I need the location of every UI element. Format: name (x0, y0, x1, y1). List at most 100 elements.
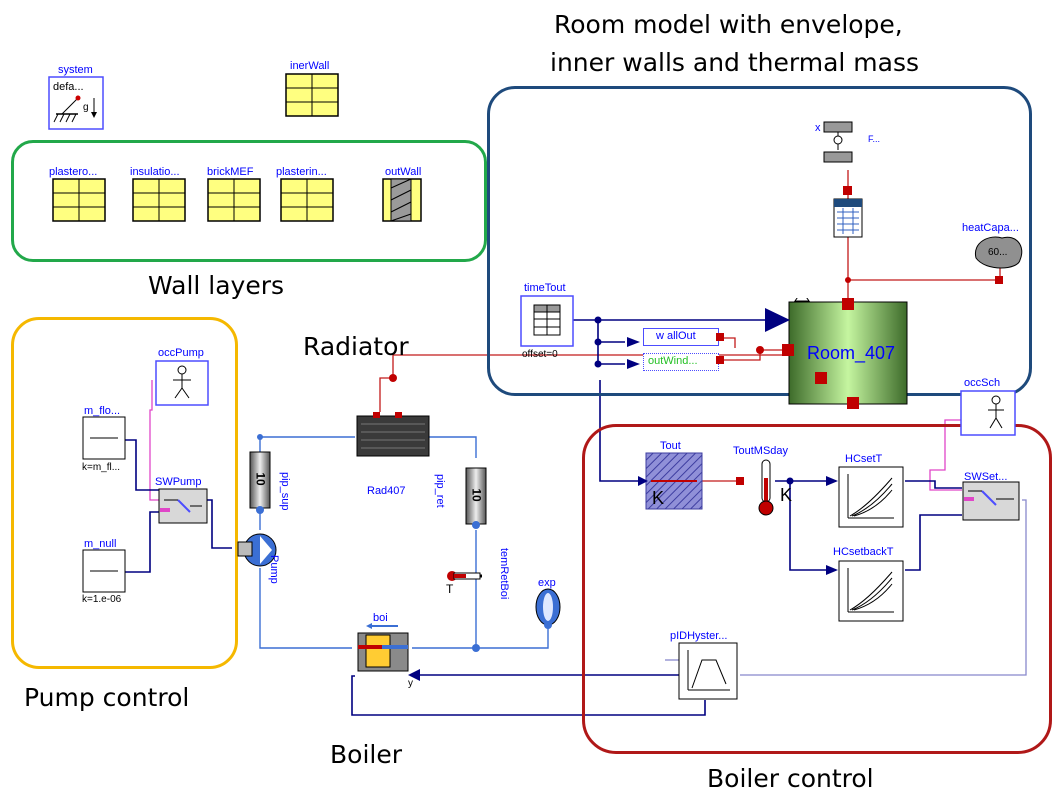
exp-name: exp (538, 577, 556, 589)
occ-sch-name: occSch (964, 377, 1001, 389)
inner-wall-icon[interactable] (285, 73, 339, 117)
m-null-icon[interactable] (82, 549, 126, 593)
time-tout-param: offset=0 (522, 349, 558, 360)
m-null-name: m_null (84, 538, 117, 550)
tout-node (786, 477, 794, 485)
wall-out-name: w allOut (656, 330, 696, 342)
heat-capacity-icon[interactable] (970, 232, 1028, 272)
plastering-icon[interactable] (280, 178, 334, 222)
hcsetback-input-arrow (826, 565, 838, 575)
room-port-left (782, 344, 794, 356)
out-wall-icon[interactable] (382, 178, 422, 222)
sw-set-icon[interactable] (962, 481, 1020, 521)
room-port-bottom (847, 397, 859, 409)
timetout-node-2 (594, 338, 602, 346)
room-port-right (815, 372, 827, 384)
brick-icon[interactable] (207, 178, 261, 222)
out-wall-name: outWall (385, 166, 422, 178)
radiation-icon[interactable] (833, 198, 863, 238)
out-wind-component[interactable]: outWind... (643, 353, 719, 371)
occ-sch-icon[interactable] (960, 390, 1016, 436)
heat-capacity-param: 60... (988, 247, 1008, 258)
occsch-swset-line (929, 419, 962, 491)
system-param: defa... (53, 81, 84, 93)
brick-name: brickMEF (207, 166, 254, 178)
heat-capacity-name: heatCapa... (962, 222, 1019, 234)
tout-mean-thermometer-icon[interactable] (755, 458, 777, 518)
room-name: Room_407 (807, 343, 896, 363)
system-component[interactable]: defa... g (48, 76, 104, 130)
sw-pump-icon[interactable] (158, 488, 208, 524)
tem-ret-boi-icon[interactable] (446, 560, 486, 600)
occ-pump-icon[interactable] (155, 360, 209, 406)
out-wind-name: outWind... (648, 355, 698, 367)
m-flo-param: k=m_fl... (82, 462, 121, 473)
window-frame-icon[interactable] (822, 120, 854, 166)
signal-nodes (408, 308, 838, 681)
tout-source-line (599, 380, 650, 482)
m-null-param: k=1.e-06 (82, 594, 122, 605)
wall-layers-title: Wall layers (148, 271, 285, 300)
plastering-name: plasterin... (276, 166, 327, 178)
hcset-input-arrow (826, 476, 838, 486)
tout-name: Tout (660, 440, 681, 452)
radiator-heat-line-2 (379, 377, 393, 412)
time-tout-icon[interactable] (520, 295, 574, 347)
hc-set-icon[interactable] (838, 466, 904, 528)
occpump-swpump-line (149, 380, 160, 501)
swpump-pump-line (206, 499, 232, 549)
boiler-return-node (472, 644, 480, 652)
tem-ret-boi-param: T (446, 582, 454, 596)
tout-input-arrow (638, 476, 648, 486)
insulation-icon[interactable] (132, 178, 186, 222)
window-top-name-right: F... (868, 134, 881, 144)
room-model-title-line1: Room model with envelope, (554, 10, 903, 39)
outwind-input-arrow (627, 359, 640, 369)
boiler-icon[interactable] (352, 623, 414, 673)
tout-mean-param: K (780, 485, 793, 505)
tout-hcsetback-line (789, 481, 836, 571)
exp-line (476, 625, 549, 649)
boi-port-label: y (408, 678, 413, 689)
wallout-input-arrow (627, 337, 640, 347)
hc-setback-icon[interactable] (838, 560, 904, 622)
pump-control-box (11, 317, 238, 669)
occ-pump-name: occPump (158, 347, 204, 359)
expansion-vessel-icon[interactable] (534, 587, 562, 627)
signal-lines (125, 319, 962, 716)
return-node (472, 521, 480, 529)
radiator-node (389, 374, 397, 382)
heatcap-port (995, 276, 1003, 284)
insulation-name: insulatio... (130, 166, 180, 178)
radiator-icon[interactable] (355, 412, 431, 460)
wallout-port (716, 333, 724, 341)
boiler-supply-line (259, 568, 352, 649)
boi-name: boi (373, 612, 388, 624)
wall-out-component[interactable]: w allOut (643, 328, 719, 346)
wall-layers-box (11, 140, 487, 262)
pump-icon[interactable] (236, 530, 282, 570)
m-flo-icon[interactable] (82, 416, 126, 460)
room-model-title-line2: inner walls and thermal mass (550, 48, 920, 77)
heat-ports (389, 186, 1003, 485)
timetout-room-line (572, 319, 625, 343)
hc-set-name: HCsetT (845, 453, 883, 465)
pump-control-title: Pump control (24, 683, 190, 712)
plastero-icon[interactable] (52, 178, 106, 222)
outwind-port (716, 356, 724, 364)
pump-out-node (256, 506, 264, 514)
room-port-top (842, 298, 854, 310)
measurement-lines (665, 499, 1027, 676)
system-g-label: g (83, 102, 89, 113)
boiler-pid-feedback-line (351, 675, 706, 716)
pid-icon[interactable] (678, 642, 738, 700)
fluid-nodes (256, 434, 552, 652)
boiler-control-title: Boiler control (707, 764, 874, 793)
boiler-input-arrow (408, 669, 420, 681)
pid-name: pIDHyster... (670, 630, 728, 642)
mnull-swpump-line (125, 511, 160, 573)
wallout-room-heat-line (722, 337, 736, 348)
window-port (843, 186, 852, 195)
supply-node (257, 434, 263, 440)
